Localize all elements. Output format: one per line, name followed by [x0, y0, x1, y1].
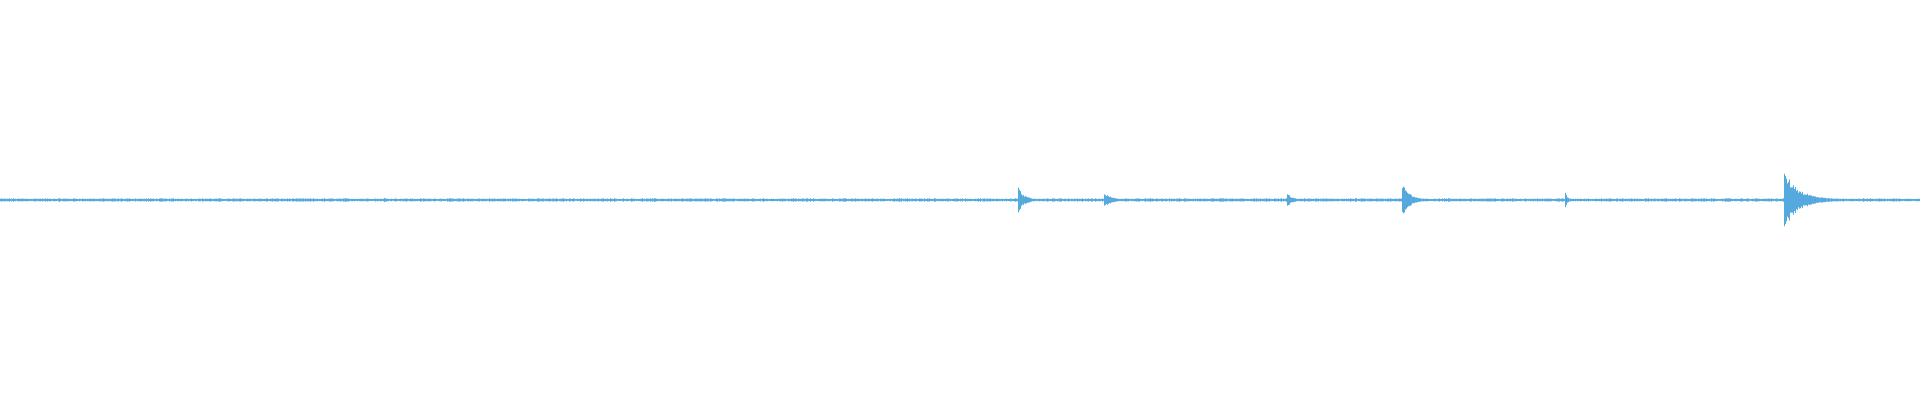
- waveform-trace: [0, 173, 1920, 227]
